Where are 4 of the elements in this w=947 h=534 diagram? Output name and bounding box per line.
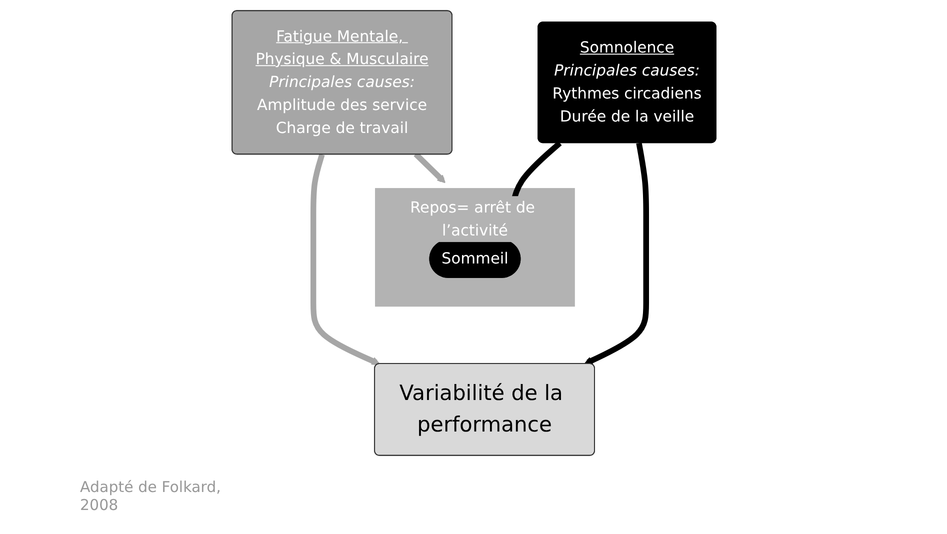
arrow	[584, 142, 648, 365]
arrow	[310, 154, 380, 366]
arrow	[413, 152, 446, 184]
source-note: Adapté de Folkard, 2008	[80, 478, 222, 514]
